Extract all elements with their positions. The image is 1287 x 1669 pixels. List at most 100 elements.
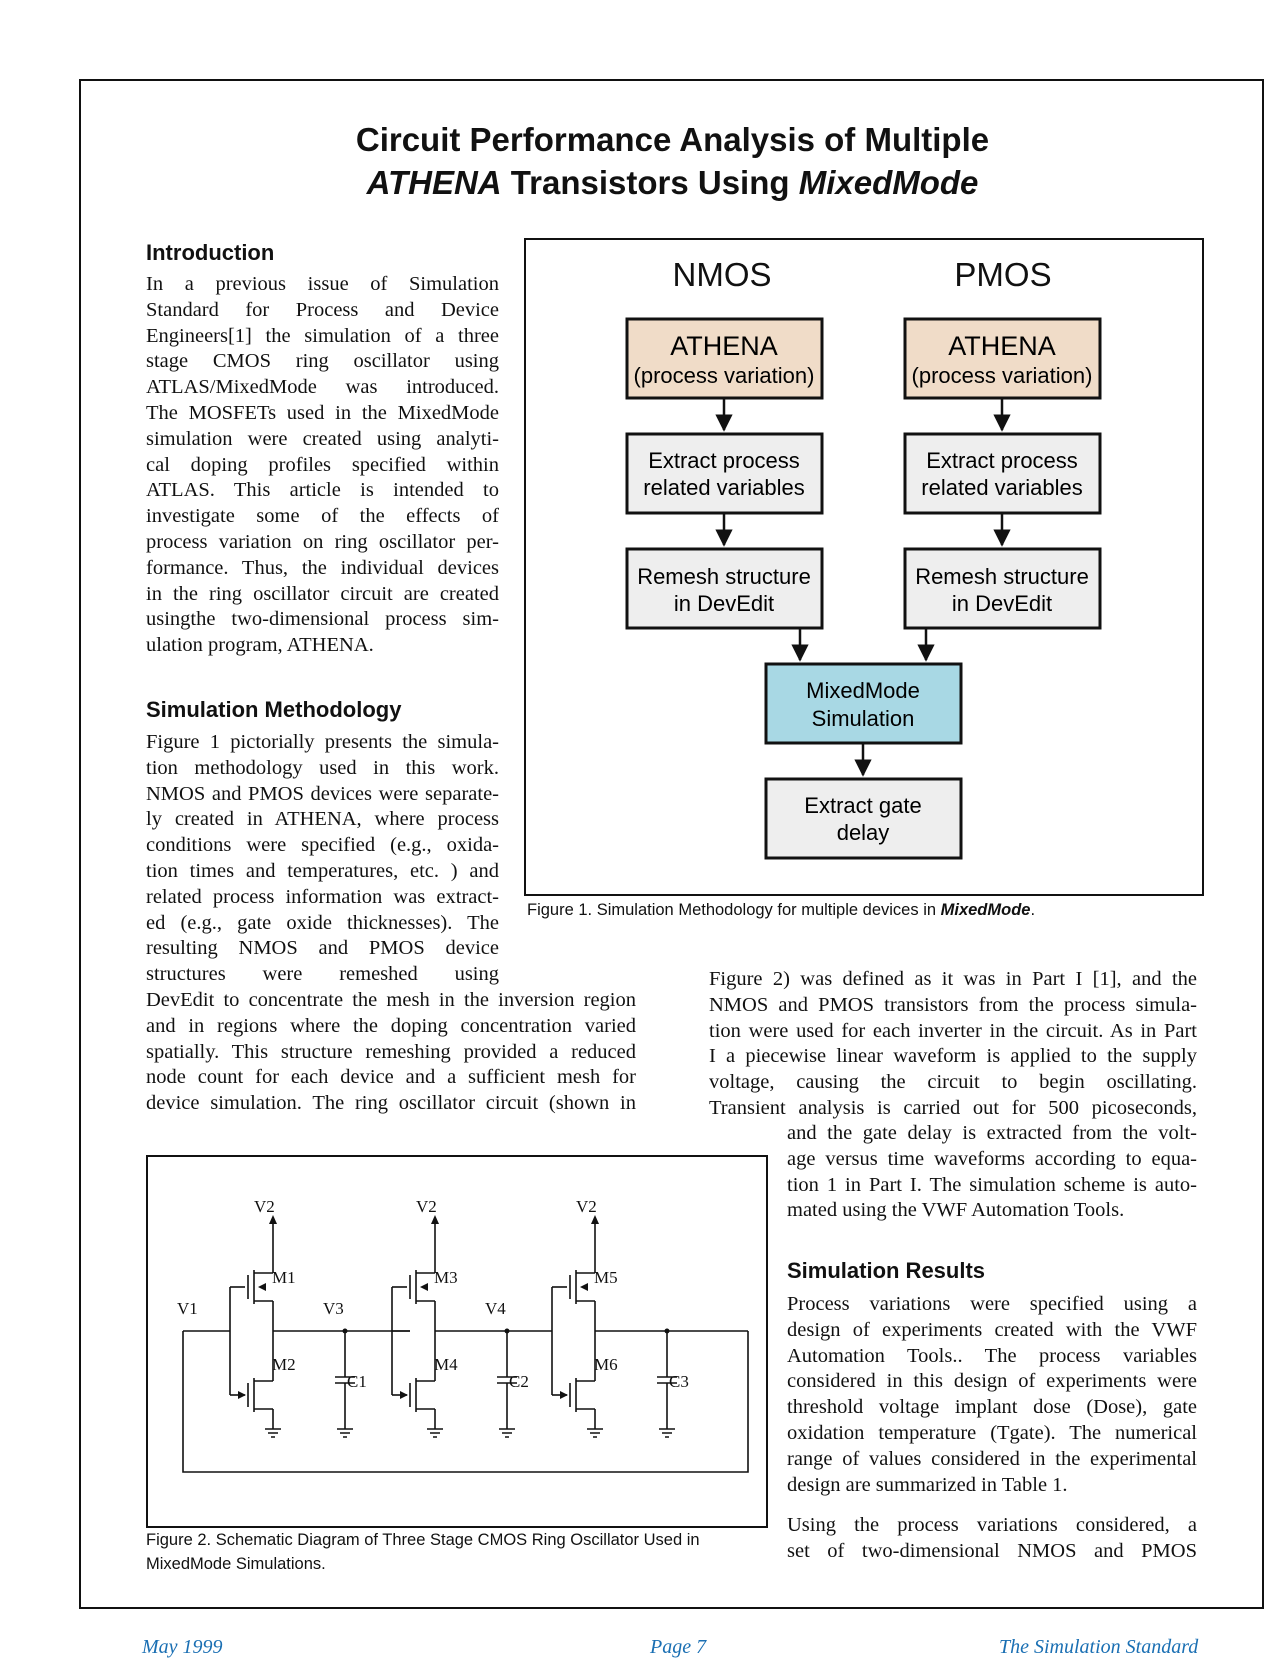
figure-2-caption-line-1: Figure 2. Schematic Diagram of Three Sta… bbox=[146, 1531, 700, 1549]
results2-line-1: Using the process variations considered,… bbox=[787, 1514, 1197, 1536]
svg-text:ATHENA: ATHENA bbox=[670, 331, 778, 361]
svg-text:Extract process: Extract process bbox=[926, 448, 1078, 473]
label-m4: M4 bbox=[434, 1355, 458, 1374]
svg-text:Remesh structure: Remesh structure bbox=[915, 564, 1089, 589]
cont-narrow-line-2: age versus time waveforms according to e… bbox=[787, 1147, 1197, 1170]
intro-line-6: The MOSFETs used in the MixedMode bbox=[146, 401, 499, 424]
figure-1-caption: Figure 1. Simulation Methodology for mul… bbox=[527, 901, 1036, 919]
cont-line-6: Transient analysis is carried out for 50… bbox=[709, 1096, 1197, 1119]
pmos-athena-box: ATHENA (process variation) bbox=[903, 317, 1102, 400]
intro-line-5: ATLAS/MixedMode was introduced. bbox=[146, 376, 499, 399]
cont-narrow-line-4: mated using the VWF Automation Tools. bbox=[787, 1199, 1125, 1222]
cont-line-2: NMOS and PMOS transistors from the proce… bbox=[709, 993, 1197, 1016]
figure-2-schematic: V2 V2 V2 V1 V3 V4 M1 M2 M3 M4 M5 M6 C1 C… bbox=[146, 1155, 768, 1528]
method-line-1: Figure 1 pictorially presents the simula… bbox=[146, 731, 499, 753]
page-frame bbox=[79, 79, 1264, 1609]
svg-text:related variables: related variables bbox=[921, 475, 1082, 500]
svg-text:Extract gate: Extract gate bbox=[804, 793, 921, 818]
label-c2: C2 bbox=[509, 1372, 529, 1391]
figure-1-svg: NMOS PMOS ATHENA (process variation) ATH… bbox=[625, 256, 1102, 860]
intro-line-15: ulation program, ATHENA. bbox=[146, 634, 374, 657]
label-c1: C1 bbox=[347, 1372, 367, 1391]
intro-line-4: stage CMOS ring oscillator using bbox=[146, 350, 499, 373]
ground-symbols bbox=[265, 1428, 675, 1438]
results-line-1: Process variations were specified using … bbox=[787, 1293, 1197, 1315]
introduction-heading: Introduction bbox=[146, 240, 275, 265]
footer-page: Page 7 bbox=[650, 1636, 707, 1658]
intro-line-12: formance. Thus, the individual devices bbox=[146, 556, 499, 579]
pmos-remesh-box: Remesh structure in DevEdit bbox=[903, 547, 1102, 630]
figure-2-caption: Figure 2. Schematic Diagram of Three Sta… bbox=[146, 1528, 700, 1576]
svg-text:MixedMode: MixedMode bbox=[806, 678, 920, 703]
svg-text:(process variation): (process variation) bbox=[912, 363, 1093, 388]
method-line-10: structures were remeshed using bbox=[146, 963, 499, 986]
method-wide-line-1: DevEdit to concentrate the mesh in the i… bbox=[146, 989, 636, 1011]
svg-text:delay: delay bbox=[837, 820, 890, 845]
method-line-4: ly created in ATHENA, where process bbox=[146, 808, 499, 831]
intro-line-1: In a previous issue of Simulation bbox=[146, 273, 499, 295]
label-v2-2: V2 bbox=[416, 1197, 437, 1216]
nmos-extract-box: Extract process related variables bbox=[625, 432, 824, 515]
results-text-2: Using the process variations considered,… bbox=[787, 1513, 1197, 1565]
gate-delay-box: Extract gate delay bbox=[764, 777, 963, 860]
svg-text:Extract process: Extract process bbox=[648, 448, 800, 473]
label-v2-1: V2 bbox=[254, 1197, 275, 1216]
cont-line-1: Figure 2) was defined as it was in Part … bbox=[709, 968, 1197, 990]
figure-1-flowchart: NMOS PMOS ATHENA (process variation) ATH… bbox=[524, 238, 1204, 896]
cont-line-4: I a piecewise linear waveform is applied… bbox=[709, 1045, 1197, 1068]
pmos-heading: PMOS bbox=[954, 256, 1051, 293]
footer-publication: The Simulation Standard bbox=[999, 1636, 1199, 1658]
method-line-9: resulting NMOS and PMOS device bbox=[146, 937, 499, 960]
method-line-8: ed (e.g., gate oxide thicknesses). The bbox=[146, 911, 499, 934]
results-line-3: Automation Tools.. The process variables bbox=[787, 1344, 1197, 1367]
intro-line-10: investigate some of the effects of bbox=[146, 505, 499, 528]
svg-text:in DevEdit: in DevEdit bbox=[952, 591, 1052, 616]
intro-line-11: process variation on ring oscillator per… bbox=[146, 530, 499, 553]
results2-line-2: set of two-dimensional NMOS and PMOS bbox=[787, 1539, 1197, 1562]
footer-date: May 1999 bbox=[142, 1636, 223, 1658]
nmos-heading: NMOS bbox=[673, 256, 772, 293]
continuation-narrow-text: and the gate delay is extracted from the… bbox=[787, 1121, 1197, 1224]
mixedmode-box: MixedMode Simulation bbox=[764, 662, 963, 745]
method-wide-line-5: device simulation. The ring oscillator c… bbox=[146, 1092, 636, 1115]
intro-line-14: usingthe two-dimensional process sim- bbox=[146, 608, 499, 631]
label-m3: M3 bbox=[434, 1268, 458, 1287]
svg-text:Remesh structure: Remesh structure bbox=[637, 564, 811, 589]
intro-line-9: ATLAS. This article is intended to bbox=[146, 479, 499, 502]
cont-narrow-line-3: tion 1 in Part I. The simulation scheme … bbox=[787, 1173, 1197, 1196]
label-m2: M2 bbox=[272, 1355, 296, 1374]
nmos-athena-box: ATHENA (process variation) bbox=[625, 317, 824, 400]
label-v2-3: V2 bbox=[576, 1197, 597, 1216]
method-wide-line-2: and in regions where the doping concentr… bbox=[146, 1014, 636, 1037]
intro-line-8: cal doping profiles specified within bbox=[146, 453, 499, 476]
title-mixedmode: MixedMode bbox=[798, 164, 979, 201]
label-m1: M1 bbox=[272, 1268, 296, 1287]
figure-2-caption-line-2: MixedMode Simulations. bbox=[146, 1555, 326, 1573]
article-title: Circuit Performance Analysis of Multiple… bbox=[80, 118, 1265, 204]
label-c3: C3 bbox=[669, 1372, 689, 1391]
svg-text:ATHENA: ATHENA bbox=[948, 331, 1056, 361]
method-line-7: related process information was extract- bbox=[146, 885, 499, 908]
method-wide-line-3: spatially. This structure remeshing prov… bbox=[146, 1040, 636, 1063]
methodology-heading: Simulation Methodology bbox=[146, 697, 402, 722]
results-line-2: design of experiments created with the V… bbox=[787, 1318, 1197, 1341]
figure-2-svg: V2 V2 V2 V1 V3 V4 M1 M2 M3 M4 M5 M6 C1 C… bbox=[177, 1197, 749, 1473]
intro-line-3: Engineers[1] the simulation of a three bbox=[146, 324, 499, 347]
methodology-wide-text: DevEdit to concentrate the mesh in the i… bbox=[146, 988, 636, 1117]
cont-line-3: tion were used for each inverter in the … bbox=[709, 1019, 1197, 1042]
label-v3: V3 bbox=[323, 1299, 344, 1318]
svg-text:(process variation): (process variation) bbox=[634, 363, 815, 388]
method-line-5: conditions were specified (e.g., oxida- bbox=[146, 834, 499, 857]
methodology-text: Figure 1 pictorially presents the simula… bbox=[146, 730, 499, 988]
title-athena: ATHENA bbox=[366, 164, 502, 201]
pmos-extract-box: Extract process related variables bbox=[903, 432, 1102, 515]
intro-line-7: simulation were created using analyti- bbox=[146, 427, 499, 450]
label-m6: M6 bbox=[594, 1355, 618, 1374]
results-line-5: threshold voltage implant dose (Dose), g… bbox=[787, 1396, 1197, 1419]
label-m5: M5 bbox=[594, 1268, 618, 1287]
results-text: Process variations were specified using … bbox=[787, 1292, 1197, 1498]
cont-narrow-line-1: and the gate delay is extracted from the… bbox=[787, 1122, 1197, 1144]
title-middle: Transistors Using bbox=[501, 164, 799, 201]
method-line-6: tion times and temperatures, etc. ) and bbox=[146, 859, 499, 882]
results-line-4: considered in this design of experiments… bbox=[787, 1370, 1197, 1393]
